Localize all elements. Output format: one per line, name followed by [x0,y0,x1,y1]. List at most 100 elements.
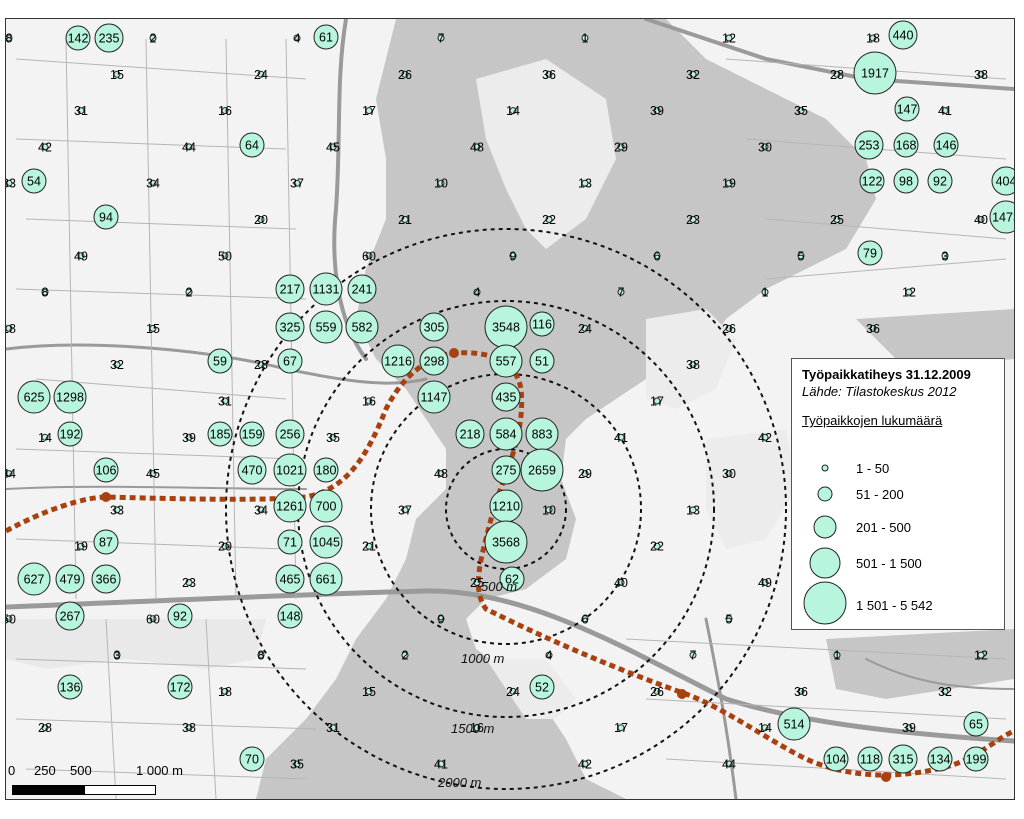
small-count-symbol [329,143,337,151]
small-count-symbol [761,724,769,732]
small-count-label: 16 [362,395,376,409]
count-label-53: 134 [930,753,951,767]
scale-segment-white [84,785,156,795]
small-count-label: 29 [578,467,592,481]
count-label-55: 172 [170,681,191,695]
count-symbol-55 [167,674,193,700]
count-label-29: 256 [280,428,301,442]
small-count-symbol [941,252,949,260]
small-count-symbol [149,470,157,478]
count-label-76: 106 [96,464,117,478]
small-count-symbol [41,288,49,296]
count-label-20: 305 [424,321,445,335]
map-canvas[interactable]: 2351424401917253168146147122989240414732… [6,19,1014,799]
count-symbol-22 [381,344,415,378]
count-symbol-4 [853,51,897,95]
legend-title: Työpaikkatiheys 31.12.2009 [802,367,971,382]
scale-label-500: 500 [70,763,92,778]
small-count-label: 20 [218,540,232,554]
count-symbol-3 [888,20,918,50]
small-count-label: 41 [938,104,952,118]
count-symbol-54 [963,746,989,772]
count-symbol-52 [888,744,918,774]
small-count-symbol [905,724,913,732]
small-count-symbol [401,506,409,514]
legend-label-5: 1 501 - 5 542 [856,598,933,613]
count-label-59: 64 [245,139,259,153]
small-count-symbol [653,397,661,405]
small-count-label: 8 [258,649,265,663]
small-count-label: 30 [722,467,736,481]
small-count-label: 38 [686,358,700,372]
count-label-46: 479 [60,573,81,587]
small-count-symbol [41,724,49,732]
count-label-26: 1298 [56,391,84,405]
count-label-10: 98 [899,175,913,189]
station-marker-4 [881,772,891,782]
small-count-symbol [725,615,733,623]
small-count-label: 48 [434,467,448,481]
count-label-13: 1473 [992,211,1014,225]
legend-class-1: 1 - 50 [792,451,1006,491]
count-label-65: 71 [283,536,297,550]
count-label-7: 146 [936,139,957,153]
count-label-47: 366 [96,573,117,587]
count-symbol-24 [489,344,523,378]
small-count-symbol [797,107,805,115]
count-symbol-60 [313,24,339,50]
small-count-symbol [257,506,265,514]
count-label-45: 627 [24,573,45,587]
small-count-symbol [185,433,193,441]
count-symbol-1 [94,23,124,53]
small-count-symbol [329,724,337,732]
small-count-symbol [725,470,733,478]
ring-label-3: 1500 m [451,721,495,736]
small-count-symbol [509,687,517,695]
small-count-symbol [257,651,265,659]
small-count-symbol [437,760,445,768]
small-count-label: 38 [182,721,196,735]
small-count-label: 2 [150,32,157,46]
small-count-symbol [401,70,409,78]
small-count-symbol [473,724,481,732]
small-count-label: 23 [686,213,700,227]
small-count-label: 5 [726,612,733,626]
small-count-label: 60 [146,612,160,626]
small-count-label: 31 [74,104,88,118]
count-symbol-34 [455,419,485,449]
count-symbol-75 [529,311,555,337]
small-count-symbol [545,70,553,78]
count-symbol-20 [419,312,449,342]
small-count-label: 26 [398,68,412,82]
legend-symbol-5 [803,581,847,625]
small-count-label: 36 [794,685,808,699]
small-count-symbol [221,687,229,695]
small-count-symbol [437,179,445,187]
small-count-label: 4 [546,649,553,663]
small-count-label: 34 [146,177,160,191]
small-count-symbol [581,34,589,42]
small-count-label: 42 [578,758,592,772]
count-symbol-10 [893,168,919,194]
count-symbol-67 [21,168,47,194]
small-count-label: 25 [470,576,484,590]
small-count-label: 14 [758,721,772,735]
count-label-21: 3548 [492,321,520,335]
small-count-symbol [653,107,661,115]
small-count-symbol [617,724,625,732]
small-count-label: 1 [834,649,841,663]
small-count-symbol [113,506,121,514]
small-count-symbol [545,216,553,223]
legend-class-5: 1 501 - 5 542 [792,581,1006,635]
small-count-symbol [977,216,985,223]
small-count-symbol [221,252,229,260]
small-count-symbol [905,288,913,296]
count-symbol-36 [273,453,307,487]
small-count-symbol [689,506,697,514]
map-frame[interactable]: 2351424401917253168146147122989240414732… [5,18,1015,800]
small-count-label: 12 [974,649,988,663]
count-symbol-15 [309,272,343,306]
small-count-label: 37 [290,177,304,191]
small-count-label: 12 [902,286,916,300]
